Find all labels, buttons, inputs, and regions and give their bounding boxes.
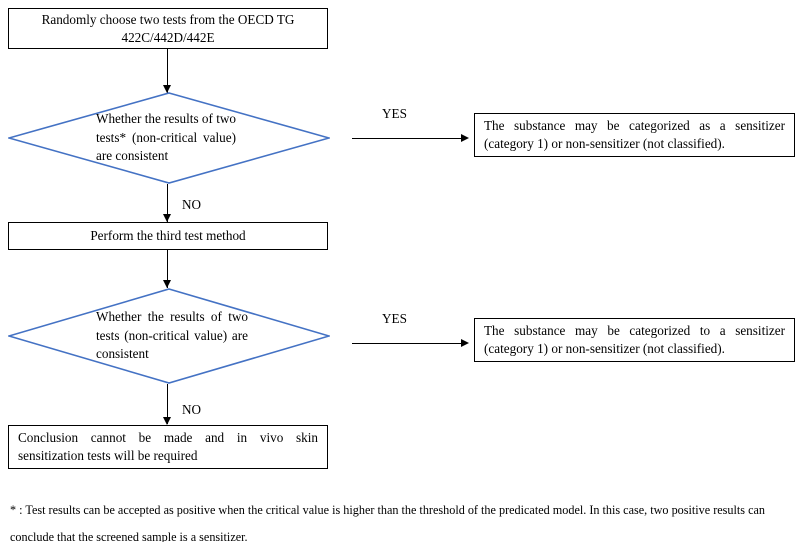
arrowhead-yes-two xyxy=(461,339,469,347)
start-box: Randomly choose two tests from the OECD … xyxy=(8,8,328,49)
result-box-two-label: The substance may be categorized to a se… xyxy=(484,323,785,356)
edge-yes-two-line xyxy=(352,343,462,344)
decision-one-shape xyxy=(8,92,330,184)
arrowhead-start-to-decision-one xyxy=(163,85,171,93)
third-test-box-label: Perform the third test method xyxy=(90,228,246,243)
arrowhead-third-test-to-decision-two xyxy=(163,280,171,288)
decision-two-label: Whether the results of two tests (non-cr… xyxy=(96,309,248,361)
arrowhead-no-one xyxy=(163,214,171,222)
edge-label-yes-two: YES xyxy=(382,311,407,326)
conclusion-box: Conclusion cannot be made and in vivo sk… xyxy=(8,425,328,469)
result-box-one: The substance may be categorized as a se… xyxy=(474,113,795,157)
decision-two-diamond: Whether the results of two tests (non-cr… xyxy=(8,288,330,384)
connector-third-test-to-decision-two xyxy=(167,250,168,288)
decision-one-diamond: Whether the results of two tests* (non-c… xyxy=(8,92,330,184)
result-box-one-label: The substance may be categorized as a se… xyxy=(484,118,785,151)
footnote-marker: * xyxy=(10,503,17,517)
footnote-text: : Test results can be accepted as positi… xyxy=(10,503,765,542)
connector-start-to-decision-one xyxy=(167,49,168,93)
third-test-box: Perform the third test method xyxy=(8,222,328,250)
conclusion-box-label: Conclusion cannot be made and in vivo sk… xyxy=(18,430,318,463)
decision-one-label: Whether the results of two tests* (non-c… xyxy=(96,111,236,163)
edge-label-yes-one: YES xyxy=(382,106,407,121)
result-box-two: The substance may be categorized to a se… xyxy=(474,318,795,362)
arrowhead-yes-one xyxy=(461,134,469,142)
edge-yes-one-line xyxy=(352,138,462,139)
edge-label-no-one: NO xyxy=(182,197,202,212)
connector-decision-one-to-third-test xyxy=(167,184,168,222)
edge-label-no-two: NO xyxy=(182,402,202,417)
arrowhead-no-two xyxy=(163,417,171,425)
connector-decision-two-to-conclusion xyxy=(167,384,168,424)
start-box-label: Randomly choose two tests from the OECD … xyxy=(41,11,295,45)
decision-two-shape xyxy=(8,288,330,384)
footnote: * : Test results can be accepted as posi… xyxy=(10,497,790,542)
